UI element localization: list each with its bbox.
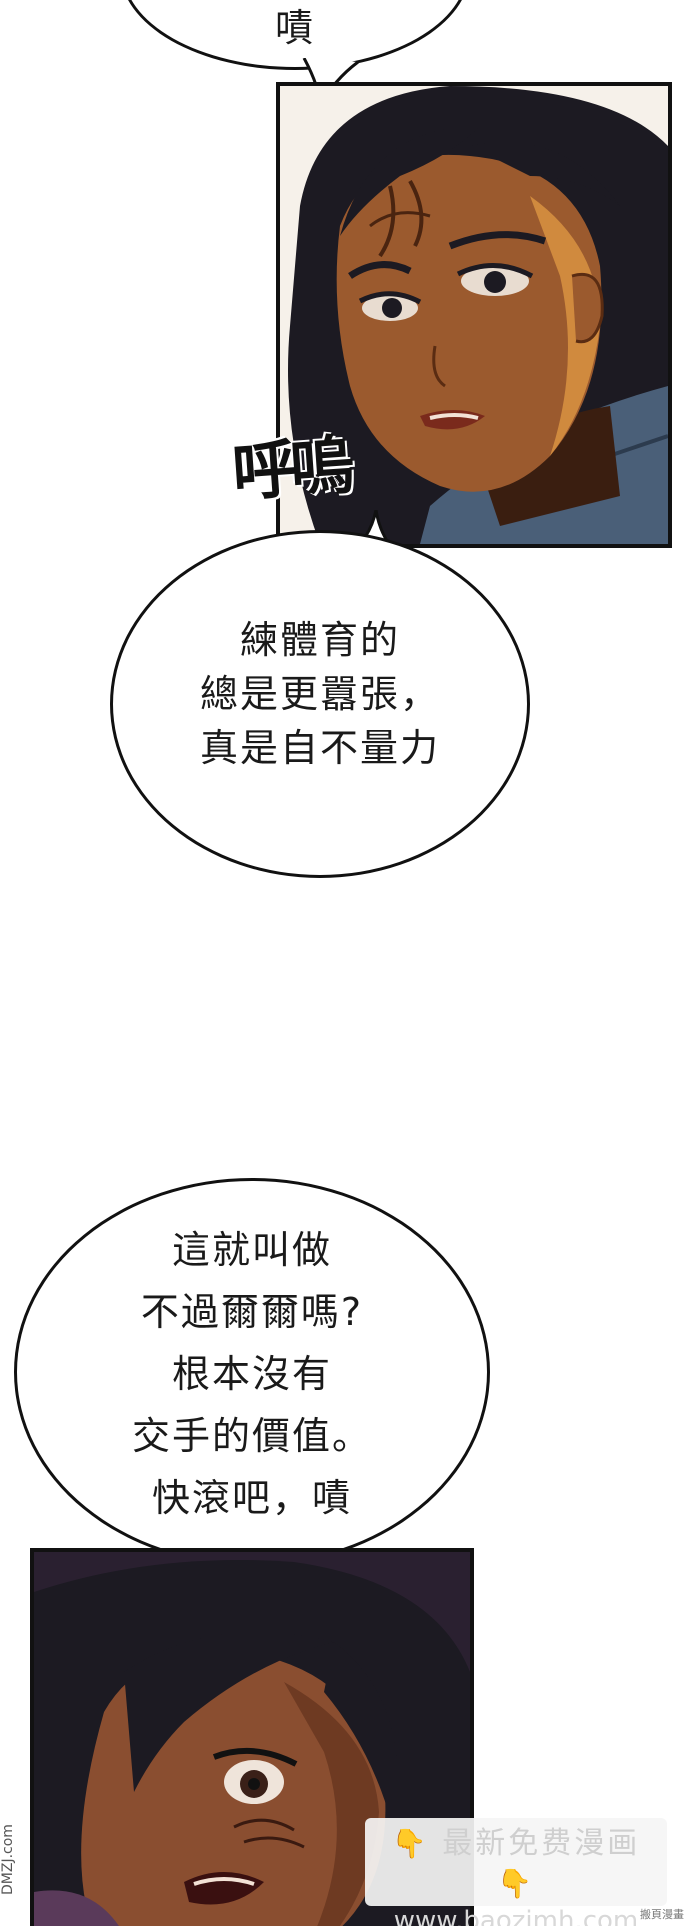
- speech-bubble-middle: 練體育的 總是更囂張， 真是自不量力: [110, 530, 530, 878]
- comic-panel-woman-annoyed: [276, 82, 672, 548]
- watermark-url: www.baozimh.com: [393, 1906, 639, 1926]
- speech-line: 快滾吧，嘖: [151, 1476, 352, 1520]
- site-watermark: 👇 最新免费漫画 👇 www.baozimh.com: [365, 1818, 667, 1926]
- speech-line: 總是更囂張，: [199, 672, 440, 716]
- speech-line: 根本沒有: [171, 1352, 332, 1396]
- speech-bubble-top: 嘖: [120, 0, 470, 70]
- watermark-title-row: 👇 最新免费漫画 👇: [375, 1824, 657, 1904]
- corner-site-mark: 搬頁漫畫: [640, 1908, 684, 1921]
- speech-line: 不過爾爾嗎?: [140, 1290, 364, 1334]
- speech-bubble-middle-text: 練體育的 總是更囂張， 真是自不量力: [113, 613, 527, 775]
- speech-bubble-bottom: 這就叫做 不過爾爾嗎? 根本沒有 交手的價值。 快滾吧，嘖: [14, 1178, 490, 1566]
- pointing-down-icon: 👇: [497, 1867, 535, 1900]
- pointing-down-icon: 👇: [391, 1827, 430, 1860]
- watermark-title: 最新免费漫画: [442, 1826, 641, 1861]
- speech-line: 這就叫做: [171, 1228, 332, 1272]
- woman-angry-illustration: [34, 1552, 470, 1926]
- sound-effect-text: 呼嗚: [229, 429, 351, 511]
- speech-line: 嘖: [274, 6, 315, 50]
- speech-line: 交手的價值。: [131, 1414, 372, 1458]
- speech-bubble-top-text: 嘖: [123, 1, 467, 55]
- woman-annoyed-illustration: [280, 86, 668, 544]
- comic-panel-woman-angry: [30, 1548, 474, 1926]
- speech-line: 真是自不量力: [199, 726, 440, 770]
- side-site-mark: DMZJ.com: [0, 1824, 16, 1896]
- speech-line: 練體育的: [239, 618, 400, 662]
- speech-bubble-bottom-text: 這就叫做 不過爾爾嗎? 根本沒有 交手的價值。 快滾吧，嘖: [17, 1219, 487, 1529]
